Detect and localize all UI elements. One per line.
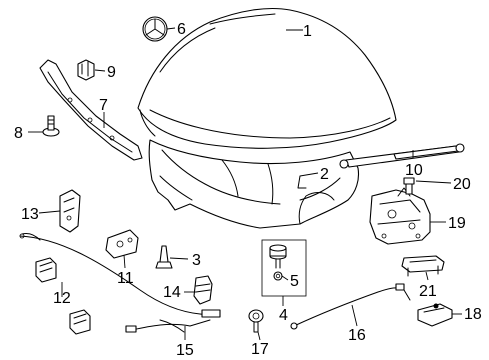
part-16-cable: [290, 283, 411, 330]
callout-20: 20: [453, 176, 471, 193]
callout-15: 15: [176, 342, 194, 359]
callout-3: 3: [192, 252, 201, 269]
part-14-grommet: [193, 275, 213, 305]
part-1-hood: [137, 8, 397, 149]
callout-10: 10: [405, 162, 423, 179]
callout-17: 17: [251, 341, 269, 358]
callout-6: 6: [177, 21, 186, 38]
callout-8: 8: [14, 125, 23, 142]
part-10-gas-strut: [339, 143, 465, 169]
part-15-release-cable: [19, 233, 221, 333]
callout-19: 19: [448, 215, 466, 232]
part-17-clip: [248, 309, 264, 333]
part-4-5-buffer: [261, 239, 307, 297]
part-21-bracket: [401, 255, 445, 277]
part-20-bolt: [403, 177, 415, 195]
part-18-lever: [417, 303, 453, 327]
part-3-push-pin: [155, 245, 173, 269]
part-2-hood-frame: [148, 139, 360, 229]
callout-5: 5: [290, 273, 299, 290]
part-7-trim-strip: [39, 59, 143, 161]
callout-2: 2: [320, 166, 329, 183]
callout-14: 14: [163, 284, 181, 301]
callout-12: 12: [53, 290, 71, 307]
callout-18: 18: [464, 306, 482, 323]
callout-7: 7: [99, 97, 108, 114]
callout-9: 9: [107, 64, 116, 81]
part-11-latch-plate: [105, 229, 139, 259]
callout-labels: 1 2 3 4 5 6 7 8 9 10 11 12 13 14 15 16 1…: [14, 21, 482, 359]
callout-1: 1: [303, 23, 312, 40]
part-19-hood-latch: [369, 187, 431, 245]
leader-lines: [28, 27, 462, 341]
callout-21: 21: [419, 283, 437, 300]
callout-4: 4: [279, 307, 288, 324]
part-13-hinge-bracket: [59, 189, 81, 233]
part-12-bumpers: [35, 257, 91, 335]
callout-16: 16: [348, 327, 366, 344]
part-8-bolt: [42, 115, 60, 137]
part-6-emblem: [142, 16, 168, 42]
part-9-clip: [77, 59, 95, 81]
callout-13: 13: [21, 206, 39, 223]
callout-11: 11: [117, 270, 134, 287]
